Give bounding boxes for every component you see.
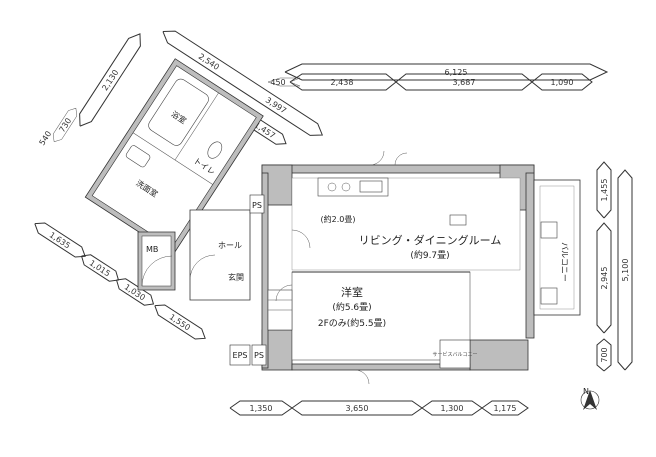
room-hall: ホール [218, 241, 242, 250]
dim-bottom-segment: 1,300 [441, 404, 464, 413]
room-ps-lower: PS [254, 351, 264, 360]
room-service-balcony: サービスバルコニー [433, 351, 478, 358]
entry-area: MB ホール 玄関 [137, 209, 251, 301]
room-ps-upper: PS [252, 201, 262, 210]
room-entrance: 玄関 [228, 272, 244, 282]
dim-bottom-segment: 1,175 [494, 404, 517, 413]
dim-right-a: 1,455 [600, 179, 609, 202]
north-arrow: N [580, 387, 600, 410]
dim-upper-left-f: 540 [37, 129, 53, 147]
room-western: 洋室 [341, 285, 363, 299]
top-dimension-total: 6,125 [284, 63, 609, 81]
dim-right-d: 700 [600, 347, 609, 362]
north-label: N [583, 387, 589, 396]
room-balcony: バルコニー [560, 242, 569, 282]
wash-basin [125, 145, 151, 168]
room-living-size: (約9.7畳) [410, 249, 449, 261]
bathtub [148, 78, 209, 146]
dim-right-b: 2,945 [600, 267, 609, 290]
wet-area-block: 浴室 洗面室 トイレ [84, 58, 264, 255]
top-dimension-segments: 450 2,438 3,687 1,090 [267, 73, 593, 91]
right-dimensions: 1,455 2,945 5,100 700 [596, 161, 633, 372]
room-western-note: 2Fのみ(約5.5畳) [318, 317, 386, 329]
bottom-dimensions: 1,350 3,650 1,300 1,175 [229, 400, 529, 416]
room-mb: MB [146, 245, 158, 254]
dim-bottom-segment: 3,650 [346, 404, 369, 413]
dim-upper-left-c: 3,997 [264, 95, 288, 115]
toilet-fixture [207, 141, 223, 159]
dim-top-prefix: 450 [270, 78, 285, 87]
room-eps: EPS [233, 351, 248, 360]
dim-bottom-segment: 1,350 [250, 404, 273, 413]
dim-upper-left-a: 2,130 [100, 68, 120, 92]
dim-top-segment: 2,438 [331, 78, 354, 87]
room-living-dining: リビング・ダイニングルーム [359, 233, 502, 247]
dim-upper-left-b: 2,540 [197, 52, 221, 72]
dim-top-segment: 3,687 [453, 78, 476, 87]
main-floor: (約2.0畳) リビング・ダイニングルーム (約9.7畳) 洋室 (約5.6畳)… [229, 150, 535, 385]
room-western-size: (約5.6畳) [332, 301, 371, 313]
dim-top-total: 6,125 [445, 68, 468, 77]
kitchen-size: (約2.0畳) [321, 214, 356, 224]
dim-top-segment: 1,090 [551, 78, 574, 87]
dim-right-c: 5,100 [621, 259, 630, 282]
balcony: バルコニー [533, 179, 581, 316]
